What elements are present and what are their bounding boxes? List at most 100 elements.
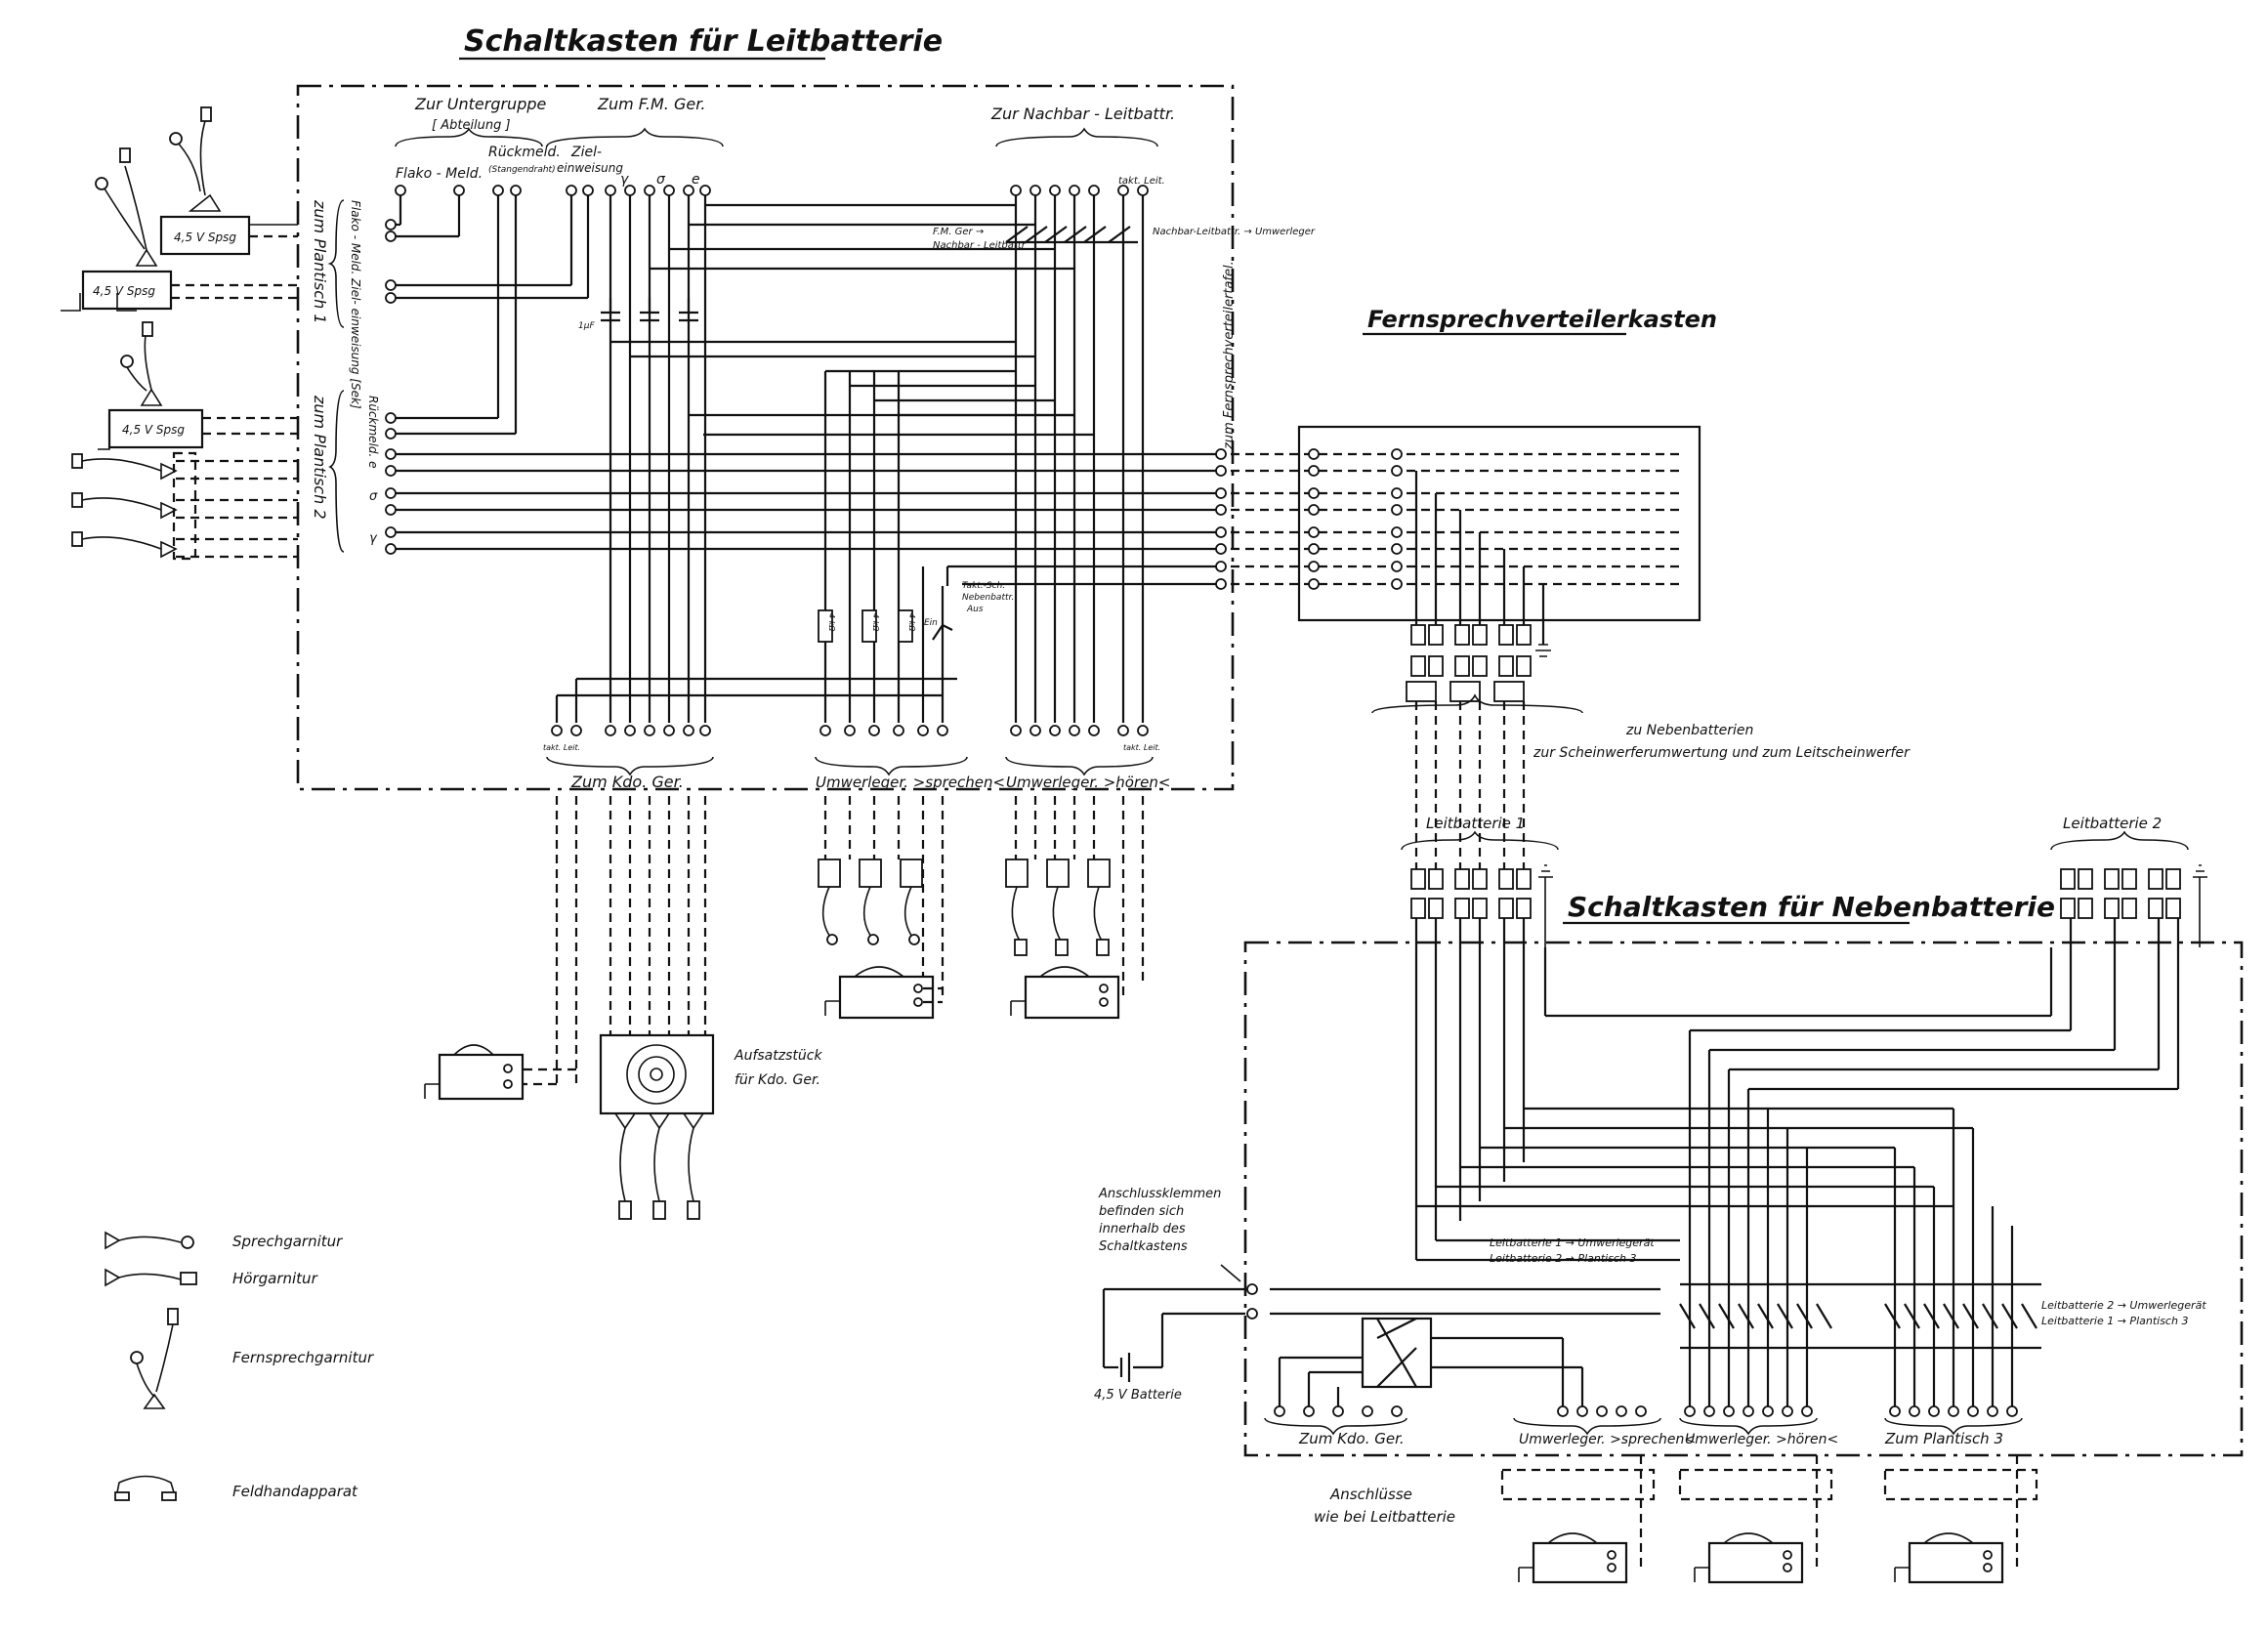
title-verteiler: Fernsprechverteilerkasten	[1367, 306, 1717, 333]
svg-text:4 kΩ: 4 kΩ	[907, 613, 916, 632]
svg-text:4,5 V Spsg: 4,5 V Spsg	[174, 230, 236, 244]
label-sigma-left: σ	[369, 489, 378, 504]
svg-text:4,5 V Spsg: 4,5 V Spsg	[93, 284, 155, 298]
battery-box-1	[159, 215, 251, 256]
legend-sprechgarnitur: Sprechgarnitur	[232, 1233, 343, 1250]
aufsatzstueck	[599, 1033, 715, 1220]
label-einweisung: einweisung	[557, 161, 623, 175]
svg-text:takt. Leit.: takt. Leit.	[543, 743, 580, 752]
label-plantisch-3: Zum Plantisch 3	[1884, 1430, 2003, 1447]
label-anschluss-2: befinden sich	[1099, 1204, 1184, 1219]
label-neben-hoeren: Umwerleger. >hören<	[1685, 1432, 1838, 1447]
label-sigma-top: σ	[656, 172, 666, 188]
label-aus: Aus	[966, 605, 984, 614]
label-zum-plantisch-2: zum Plantisch 2	[311, 395, 329, 520]
label-fuer-kdo: für Kdo. Ger.	[735, 1072, 820, 1088]
label-nebenbattr: Nebenbattr.	[962, 593, 1014, 603]
svg-text:4,5 V Spsg: 4,5 V Spsg	[122, 423, 185, 437]
label-rueckmeld-e: Rückmeld. e	[366, 396, 380, 469]
label-wie-bei: wie bei Leitbatterie	[1314, 1508, 1455, 1526]
label-umw-hoeren: Umwerleger. >hören<	[1006, 774, 1170, 791]
plantisch-1-devices: 4,5 V Spsg 4,5 V Spsg	[61, 106, 298, 312]
label-flako-meld: Flako - Meld.	[396, 166, 483, 182]
label-zu-nebenbatterien: zu Nebenbatterien	[1625, 723, 1753, 738]
leitbatterie-wiring: 4 kΩ 4 kΩ 4 kΩ	[391, 190, 1221, 723]
label-leitbatterie-2: Leitbatterie 2	[2063, 815, 2162, 832]
neben-bottom-devices	[1500, 1455, 2038, 1584]
label-batterie: 4,5 V Batterie	[1094, 1388, 1182, 1403]
legend-fernsprechgarnitur: Fernsprechgarnitur	[232, 1349, 374, 1366]
brace-umw-sprechen	[815, 756, 968, 776]
leitbatterie-1-connector	[1410, 701, 1553, 947]
label-nachbar: Zur Nachbar - Leitbattr.	[990, 105, 1175, 123]
label-cap: 1μF	[578, 321, 595, 331]
label-fm-ger: Zum F.M. Ger.	[597, 95, 705, 113]
label-aufsatzstueck: Aufsatzstück	[734, 1048, 822, 1064]
brace-neben-plantisch	[1884, 1417, 2023, 1436]
label-untergruppe: Zur Untergruppe	[414, 95, 547, 113]
battery-box-3	[107, 408, 204, 449]
brace-untergruppe	[395, 127, 543, 147]
label-scheinwerfer: zur Scheinwerferumwertung und zum Leitsc…	[1533, 745, 1911, 761]
label-anschluesse: Anschlüsse	[1329, 1486, 1412, 1503]
brace-umw-hoeren	[1005, 756, 1154, 776]
brace-leitbatterie-2	[2050, 830, 2189, 851]
label-takt-sch: Takt.-Sch.	[962, 581, 1005, 591]
legend-feldhandapparat: Feldhandapparat	[232, 1483, 358, 1500]
label-e-top: e	[692, 172, 700, 188]
terminals-neben-bottom	[1274, 1405, 2018, 1417]
label-ein: Ein	[924, 618, 938, 628]
leitbatterie-box	[296, 84, 1235, 791]
label-fm-nachbar2: Nachbar - Leitbattr	[933, 240, 1027, 251]
verteiler-box	[1297, 425, 1701, 622]
label-stangendraht: (Stangendraht)	[488, 165, 556, 175]
label-ziel: Ziel-	[570, 145, 602, 160]
nebenbatterie-wiring	[1102, 918, 2180, 1406]
umwerleger-hoeren-devices	[1005, 859, 1120, 1020]
brace-leitbatterie-1	[1401, 830, 1559, 851]
terminals-bottom: takt. Leit. takt. Leit.	[543, 725, 1160, 752]
umwerleger-sprechen-devices	[818, 859, 943, 1020]
label-lb1-umwerleger: Leitbatterie 1 → Umwerlegerät	[1490, 1236, 1655, 1249]
brace-plantisch-1	[327, 199, 345, 328]
terminals-top	[395, 185, 1149, 196]
label-umw-sprechen: Umwerleger. >sprechen<	[816, 774, 1005, 791]
plantisch-2-devices: 4,5 V Spsg	[71, 321, 298, 561]
label-leitbatterie-1: Leitbatterie 1	[1426, 815, 1525, 832]
label-lb2-umwerleger: Leitbatterie 2 → Umwerlegerät	[2041, 1299, 2206, 1312]
headsets-plantisch-2	[71, 451, 298, 561]
leitbatterie-2-connector	[2060, 864, 2207, 947]
label-zum-fernsprech: zum Fernsprechverteilertafel.	[1222, 261, 1237, 450]
legend: Sprechgarnitur Hörgarnitur Fernsprechgar…	[105, 1231, 374, 1501]
brace-nachbar	[995, 127, 1158, 147]
svg-text:4 kΩ: 4 kΩ	[871, 613, 880, 632]
label-fm-nachbar: F.M. Ger →	[933, 227, 984, 237]
terminals-right	[1215, 448, 1227, 590]
drops-below-leitbatterie	[523, 796, 1145, 1086]
label-anschluss-3: innerhalb des	[1099, 1222, 1186, 1236]
brace-neben-sprechen	[1513, 1417, 1661, 1436]
label-flako-zielein: Flako - Meld. Ziel- einweisung [Sek]	[349, 200, 362, 409]
label-nachbar-umwerleger: Nachbar-Leitbattr. → Umwerleger	[1153, 227, 1316, 237]
label-rueckmeld: Rückmeld.	[488, 145, 561, 160]
svg-text:4 kΩ: 4 kΩ	[827, 613, 836, 632]
legend-hoergarnitur: Hörgarnitur	[232, 1270, 318, 1287]
label-neben-kdo: Zum Kdo. Ger.	[1298, 1430, 1405, 1447]
nebenbatterie-box	[1243, 941, 2244, 1457]
title-nebenbatterie: Schaltkasten für Nebenbatterie	[1568, 891, 2055, 923]
label-zum-kdo: Zum Kdo. Ger.	[570, 773, 684, 791]
label-anschluss-1: Anschlussklemmen	[1098, 1187, 1221, 1201]
feldhandapparat-kdo	[424, 1044, 525, 1101]
label-lb1-plantisch: Leitbatterie 1 → Plantisch 3	[2041, 1315, 2188, 1327]
label-anschluss-4: Schaltkastens	[1099, 1239, 1188, 1254]
brace-plantisch-2	[328, 390, 345, 553]
brace-fm-ger	[546, 127, 724, 147]
label-gamma-left: γ	[369, 531, 378, 546]
brace-neben-hoeren	[1679, 1417, 1818, 1436]
label-abteilung: [ Abteilung ]	[432, 118, 511, 133]
label-takt-leit-top: takt. Leit.	[1118, 176, 1165, 187]
title-leitbatterie: Schaltkasten für Leitbatterie	[464, 24, 943, 59]
label-zum-plantisch-1: zum Plantisch 1	[311, 199, 329, 324]
brace-neben-kdo	[1264, 1417, 1407, 1436]
